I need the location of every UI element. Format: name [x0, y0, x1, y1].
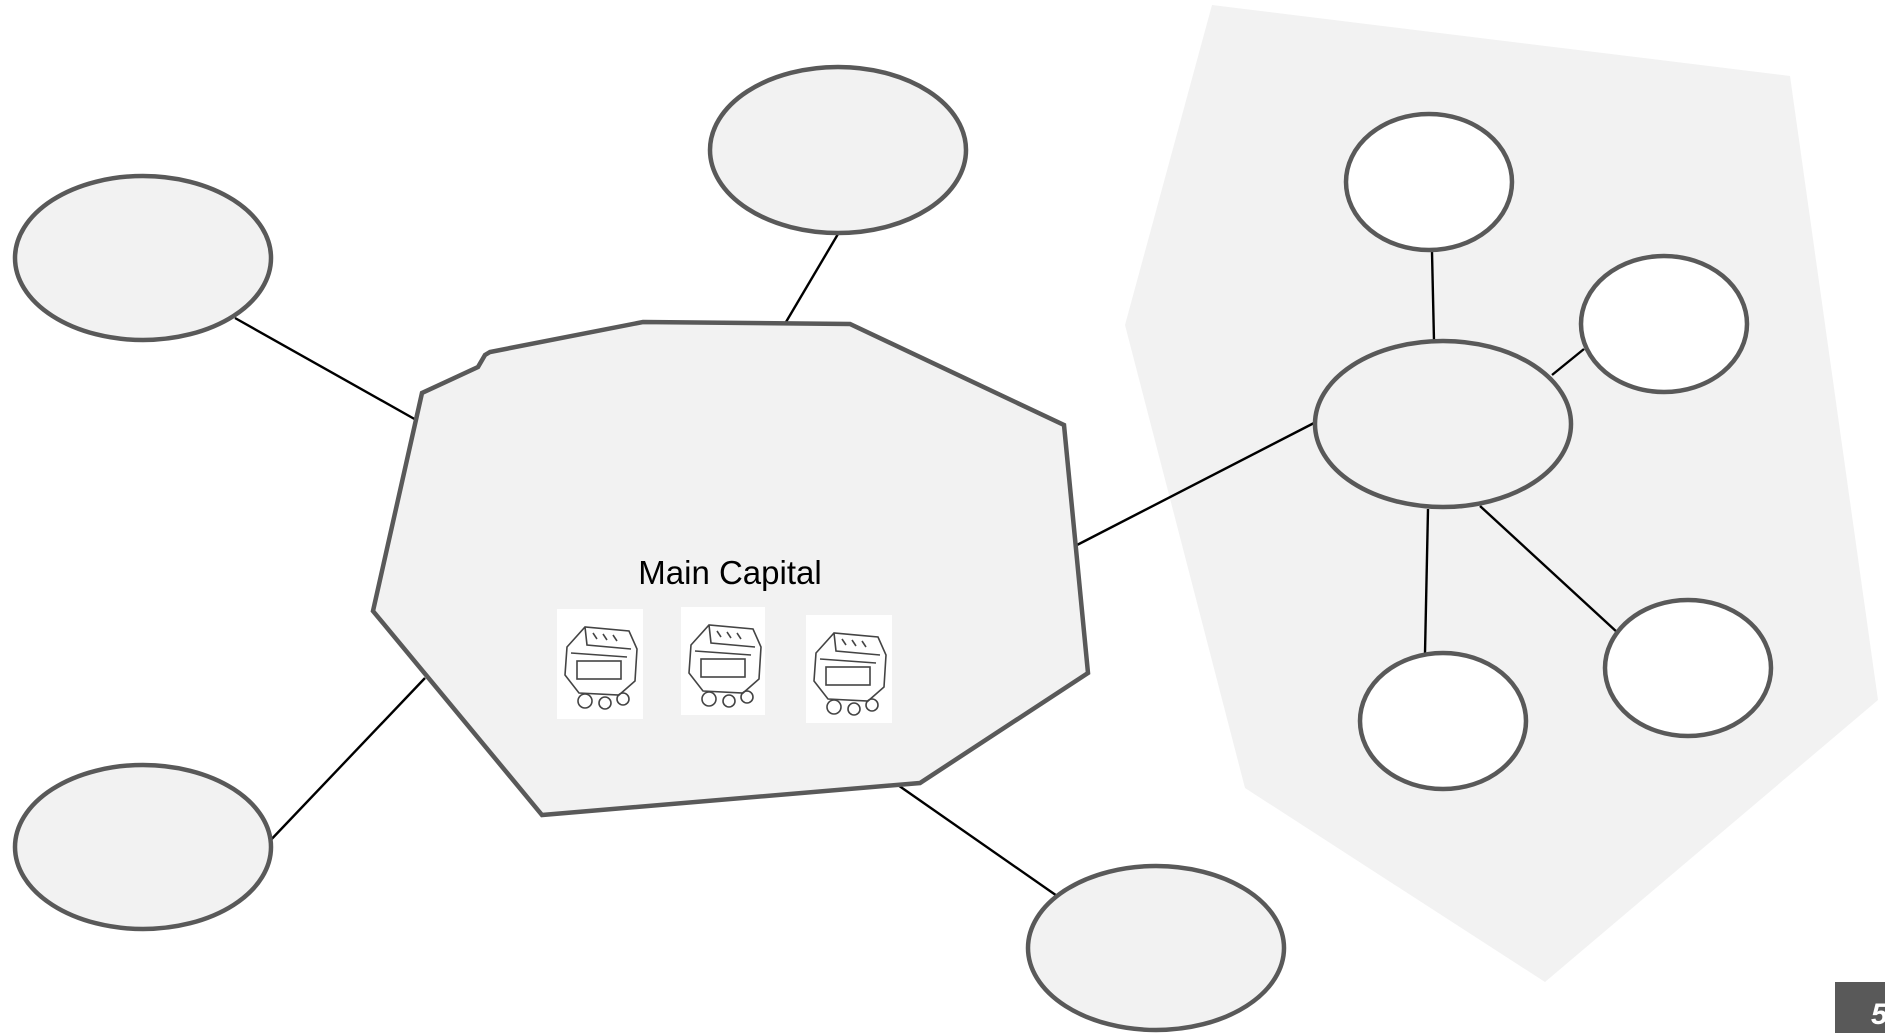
page-number-tab [1835, 982, 1885, 1033]
edge-hub-right [1551, 348, 1585, 376]
edge-hub-top [1430, 251, 1436, 342]
edge-bottom-left [265, 677, 426, 846]
edge-to-cluster-hub [1076, 421, 1315, 547]
top-left-node [12, 173, 274, 343]
edge-hub-bottom-right [1479, 505, 1619, 634]
main-capital-label: Main Capital [638, 554, 821, 591]
cluster-top-node [1343, 111, 1515, 253]
bottom-left-node [12, 762, 274, 932]
cluster-bottom-right-node [1602, 597, 1774, 739]
cluster-right-node [1578, 253, 1750, 395]
edges [234, 233, 1619, 899]
top-node [707, 64, 969, 236]
engine-icon [681, 607, 765, 715]
edge-hub-bottom [1423, 508, 1430, 654]
page-number: 5 [1871, 998, 1885, 1031]
edge-top-left [234, 316, 419, 423]
bottom-node [1025, 863, 1287, 1033]
engine-icon [806, 615, 892, 723]
engine-icon [557, 609, 643, 719]
edge-bottom [894, 782, 1061, 899]
edge-top [784, 233, 840, 323]
cluster-bottom-node [1357, 650, 1529, 792]
cluster-hub-node [1312, 338, 1574, 510]
main-capital-node [370, 319, 1091, 818]
